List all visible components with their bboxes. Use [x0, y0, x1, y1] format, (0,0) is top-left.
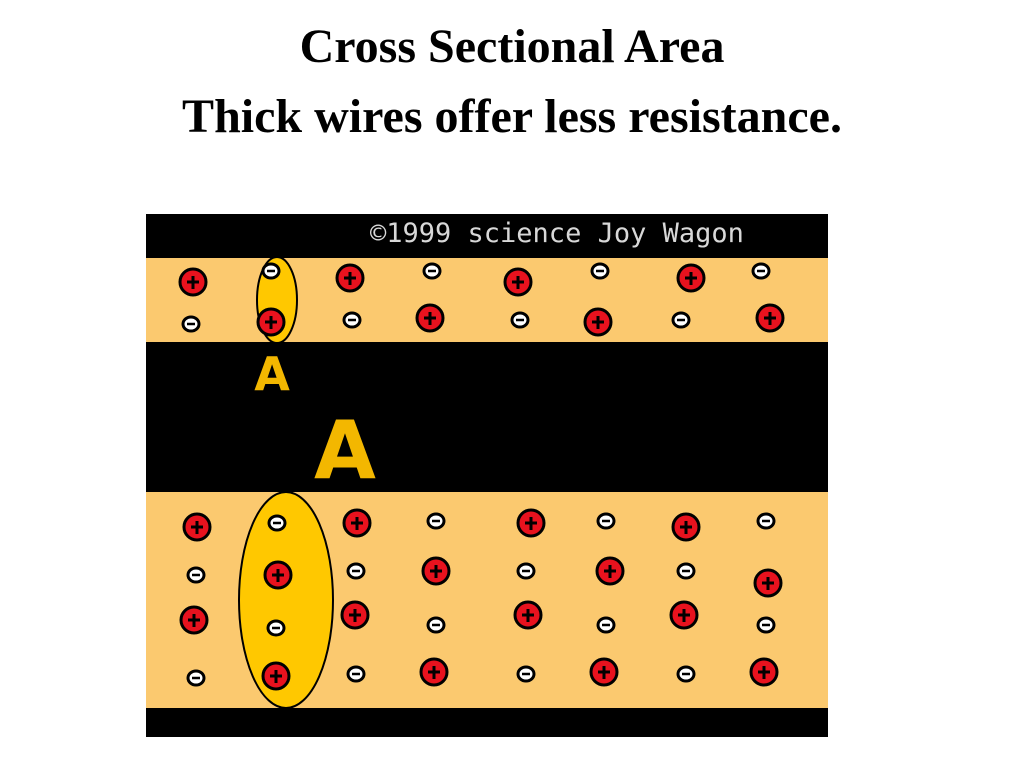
positive-ion — [182, 512, 212, 542]
electron — [422, 262, 442, 280]
positive-ion — [342, 508, 372, 538]
electron — [751, 262, 771, 280]
positive-ion — [753, 568, 783, 598]
electron — [346, 562, 366, 580]
electron — [426, 512, 446, 530]
electron — [186, 566, 206, 584]
thin-wire — [146, 258, 828, 342]
positive-ion — [340, 600, 370, 630]
electron — [596, 512, 616, 530]
positive-ion — [256, 307, 286, 337]
electron — [676, 665, 696, 683]
electron — [346, 665, 366, 683]
positive-ion — [755, 303, 785, 333]
positive-ion — [676, 263, 706, 293]
wire-cross-section-figure: ©1999 science Joy Wagon A A — [146, 214, 828, 737]
electron — [756, 512, 776, 530]
thin-wire-area-label: A — [254, 347, 290, 401]
positive-ion — [516, 508, 546, 538]
copyright-credit: ©1999 science Joy Wagon — [370, 218, 744, 249]
electron — [510, 311, 530, 329]
positive-ion — [419, 657, 449, 687]
electron — [516, 665, 536, 683]
thick-wire-charges — [179, 508, 783, 691]
electron — [342, 311, 362, 329]
positive-ion — [583, 307, 613, 337]
positive-ion — [335, 263, 365, 293]
electron — [516, 562, 536, 580]
slide-title: Cross Sectional Area Thick wires offer l… — [0, 22, 1024, 142]
electron — [590, 262, 610, 280]
positive-ion — [503, 267, 533, 297]
electron — [671, 311, 691, 329]
electron — [181, 315, 201, 333]
thick-wire-area-label: A — [314, 404, 376, 497]
positive-ion — [261, 661, 291, 691]
thick-wire-cross-section — [238, 491, 334, 709]
title-line-2: Thick wires offer less resistance. — [182, 90, 842, 143]
positive-ion — [513, 600, 543, 630]
positive-ion — [263, 560, 293, 590]
electron — [676, 562, 696, 580]
positive-ion — [749, 657, 779, 687]
positive-ion — [178, 267, 208, 297]
electron — [266, 619, 286, 637]
electron — [261, 262, 281, 280]
positive-ion — [589, 657, 619, 687]
electron — [596, 616, 616, 634]
electron — [267, 514, 287, 532]
electron — [756, 616, 776, 634]
electron — [186, 669, 206, 687]
electron — [426, 616, 446, 634]
positive-ion — [415, 303, 445, 333]
positive-ion — [669, 600, 699, 630]
thin-wire-charges — [178, 262, 785, 337]
positive-ion — [671, 512, 701, 542]
positive-ion — [421, 556, 451, 586]
positive-ion — [595, 556, 625, 586]
title-line-1: Cross Sectional Area — [299, 20, 725, 73]
positive-ion — [179, 605, 209, 635]
